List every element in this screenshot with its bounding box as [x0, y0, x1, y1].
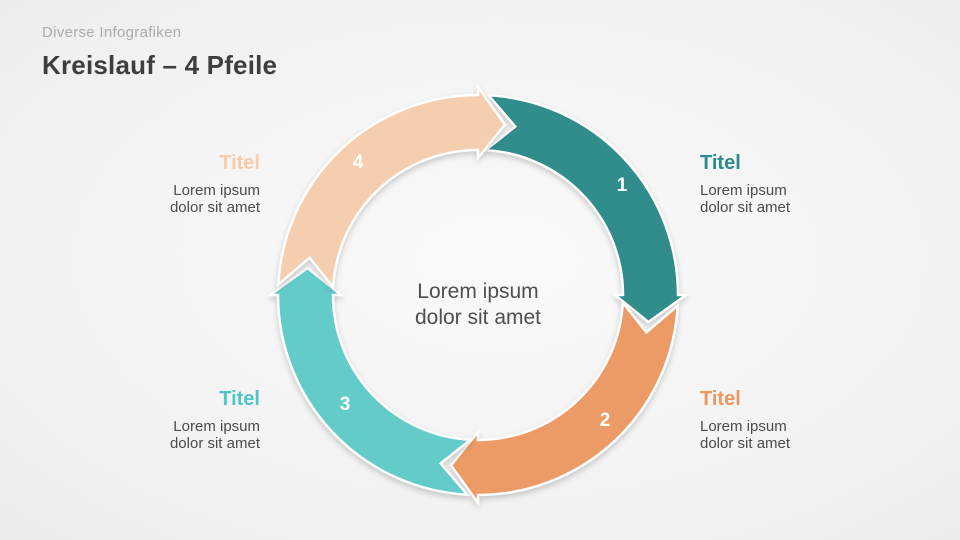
- page-title: Kreislauf – 4 Pfeile: [42, 50, 278, 80]
- arrow-segment-3: [266, 266, 474, 497]
- arrow-segment-4: [276, 83, 507, 291]
- segment-number-3: 3: [339, 394, 351, 415]
- label-body-4: Lorem ipsum dolor sit amet: [169, 182, 260, 217]
- arrow-segment-1: [482, 93, 690, 324]
- label-block-3: Titel Lorem ipsum dolor sit amet: [80, 388, 260, 453]
- center-caption: Lorem ipsum dolor sit amet: [414, 280, 542, 330]
- label-block-1: Titel Lorem ipsum dolor sit amet: [700, 152, 880, 217]
- segment-number-2: 2: [599, 410, 611, 431]
- segment-number-1: 1: [616, 175, 628, 196]
- segment-number-4: 4: [352, 152, 364, 173]
- label-body-2: Lorem ipsum dolor sit amet: [700, 418, 791, 453]
- label-body-1: Lorem ipsum dolor sit amet: [700, 182, 791, 217]
- label-title-2: Titel: [700, 388, 741, 410]
- label-title-1: Titel: [700, 152, 741, 174]
- slide-eyebrow: Diverse Infografiken: [42, 24, 182, 41]
- label-title-4: Titel: [219, 152, 260, 174]
- label-block-4: Titel Lorem ipsum dolor sit amet: [80, 152, 260, 217]
- label-body-3: Lorem ipsum dolor sit amet: [169, 418, 260, 453]
- label-block-2: Titel Lorem ipsum dolor sit amet: [700, 388, 880, 453]
- arrow-segment-2: [449, 299, 680, 507]
- label-title-3: Titel: [219, 388, 260, 410]
